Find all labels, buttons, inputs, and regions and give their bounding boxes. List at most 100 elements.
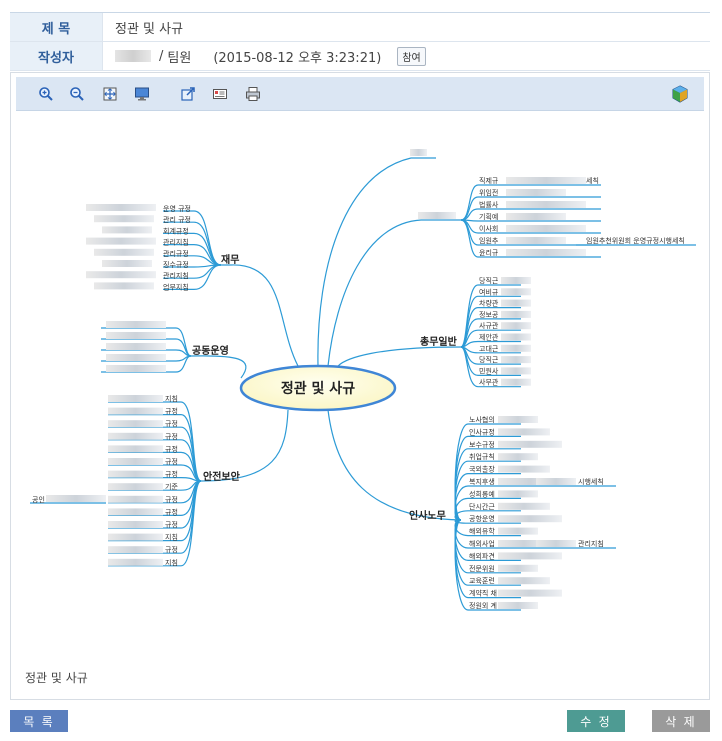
general-item-8[interactable]: 민원사: [479, 366, 499, 375]
author-value: / 팀원 (2015-08-12 오후 3:23:21) 참여: [103, 42, 710, 70]
safety-item-1[interactable]: 규정: [165, 407, 178, 416]
safety-item-12[interactable]: 규정: [165, 545, 178, 554]
top-right-suffix-5[interactable]: 임원추천위원회 운영규정시행세칙: [586, 236, 685, 245]
connector-tr-6: [460, 219, 601, 258]
monitor-icon[interactable]: [133, 85, 151, 103]
center-node[interactable]: [239, 364, 397, 412]
top-right-item-4[interactable]: 이사회: [479, 224, 498, 233]
redacted-top-right-node: [418, 212, 456, 219]
delete-button[interactable]: 삭 제: [652, 710, 710, 732]
safety-item-8[interactable]: 규정: [165, 495, 178, 504]
general-item-5[interactable]: 제안관: [479, 333, 499, 342]
top-right-item-6[interactable]: 윤리규: [479, 248, 499, 257]
hr-item-9[interactable]: 해외유학: [469, 527, 495, 536]
safety-item-2[interactable]: 규정: [165, 419, 178, 428]
safety-item-4[interactable]: 규정: [165, 444, 178, 453]
redacted-finance-5: [102, 260, 152, 267]
zoom-in-icon[interactable]: [37, 85, 55, 103]
finance-item-1[interactable]: 관리 규정: [163, 215, 191, 224]
top-right-item-0[interactable]: 직제규: [479, 176, 499, 185]
branch-general[interactable]: 총무일반: [420, 335, 458, 348]
general-item-0[interactable]: 당직근: [479, 276, 499, 285]
post-date: (2015-08-12 오후 3:23:21): [213, 50, 382, 66]
branch-finance[interactable]: 재무: [221, 253, 239, 266]
hr-item-15[interactable]: 정원외 계: [469, 601, 497, 610]
safety-item-9[interactable]: 규정: [165, 507, 178, 516]
finance-item-2[interactable]: 회계규정: [163, 226, 189, 235]
redacted-hr-2: [498, 440, 562, 448]
hr-item-2[interactable]: 보수규정: [469, 440, 495, 449]
finance-item-4[interactable]: 관리규정: [163, 249, 189, 258]
viewer-toolbar: [16, 77, 704, 111]
redacted-saf-extra: [46, 495, 106, 502]
zoom-out-icon[interactable]: [68, 85, 86, 103]
redacted-hr-0: [498, 416, 538, 423]
connector-saf-13: [108, 480, 202, 567]
redacted-hr-6: [498, 490, 538, 498]
list-button[interactable]: 목 록: [10, 710, 68, 732]
hr-item-13[interactable]: 교육훈련: [469, 576, 495, 585]
branch-hr[interactable]: 인사노무: [409, 509, 446, 522]
hr-item-5[interactable]: 복지후생: [469, 477, 495, 486]
top-right-item-1[interactable]: 위임전: [479, 188, 498, 197]
safety-item-13[interactable]: 지침: [165, 558, 178, 567]
redacted-top-node: [410, 149, 427, 156]
hr-item-1[interactable]: 인사규정: [469, 427, 495, 436]
finance-item-3[interactable]: 관리지침: [163, 238, 189, 247]
card-icon[interactable]: [211, 85, 229, 103]
general-item-9[interactable]: 사무관: [479, 378, 499, 387]
general-item-1[interactable]: 여비규: [479, 287, 499, 296]
hr-item-0[interactable]: 노사협의: [469, 415, 495, 424]
hr-item-7[interactable]: 단시간근: [469, 502, 495, 511]
safety-item-0[interactable]: 지침: [165, 394, 178, 403]
hr-suffix-5[interactable]: 시행세칙: [578, 477, 604, 486]
author-row: 작성자 / 팀원 (2015-08-12 오후 3:23:21) 참여: [10, 42, 710, 71]
redacted-gen-6: [501, 344, 531, 352]
cube-icon[interactable]: [671, 85, 689, 103]
safety-item-11[interactable]: 지침: [165, 533, 178, 542]
general-item-3[interactable]: 정보공: [479, 310, 499, 319]
top-right-suffix-0[interactable]: 세칙: [586, 176, 599, 185]
reference-button[interactable]: 참여: [397, 46, 426, 66]
redacted-gen-0: [501, 277, 531, 284]
print-icon[interactable]: [244, 85, 262, 103]
hr-item-6[interactable]: 성희롱예: [469, 489, 495, 498]
connector-safety: [200, 409, 289, 482]
finance-item-6[interactable]: 관리지침: [163, 271, 189, 280]
hr-item-8[interactable]: 공항운영: [469, 514, 495, 523]
top-right-item-2[interactable]: 법률사: [479, 200, 499, 209]
redacted-saf-5: [108, 458, 163, 465]
hr-item-4[interactable]: 국외출장: [469, 465, 495, 474]
safety-item-6[interactable]: 규정: [165, 470, 178, 479]
branch-joint[interactable]: 공동운영: [192, 344, 229, 357]
branch-safety[interactable]: 안전보안: [203, 470, 241, 483]
connector-joint-4: [101, 355, 192, 373]
top-right-item-3[interactable]: 기획예: [479, 212, 498, 221]
hr-item-14[interactable]: 계약직 채: [469, 589, 497, 598]
general-item-4[interactable]: 사규관: [479, 321, 499, 330]
safety-item-3[interactable]: 규정: [165, 432, 178, 441]
hr-item-10[interactable]: 해외사업: [469, 539, 495, 548]
hr-item-11[interactable]: 해외파견: [469, 551, 495, 560]
hr-item-12[interactable]: 전문위원: [469, 564, 495, 573]
fit-screen-icon[interactable]: [101, 85, 119, 103]
finance-item-7[interactable]: 업무지침: [163, 282, 189, 291]
redacted-hr-ext-5: [536, 478, 576, 485]
safety-item-5[interactable]: 규정: [165, 457, 178, 466]
edit-button[interactable]: 수 정: [567, 710, 625, 732]
general-item-6[interactable]: 고대근: [479, 345, 499, 353]
finance-item-0[interactable]: 운영 규정: [163, 204, 191, 213]
export-icon[interactable]: [179, 85, 197, 103]
hr-suffix-10[interactable]: 관리지침: [578, 539, 604, 548]
center-node-label: 정관 및 사규: [281, 380, 355, 397]
redacted-gen-9: [501, 378, 531, 386]
top-right-item-5[interactable]: 임원추: [479, 236, 499, 245]
general-item-2[interactable]: 차량관: [479, 299, 499, 308]
safety-item-10[interactable]: 규정: [165, 520, 178, 529]
general-item-7[interactable]: 당직근: [479, 355, 499, 364]
hr-item-3[interactable]: 취업규칙: [469, 453, 495, 461]
safety-extra-item[interactable]: 공인: [32, 495, 45, 504]
safety-item-7[interactable]: 기준: [165, 482, 178, 491]
finance-item-5[interactable]: 징수규정: [163, 260, 189, 269]
